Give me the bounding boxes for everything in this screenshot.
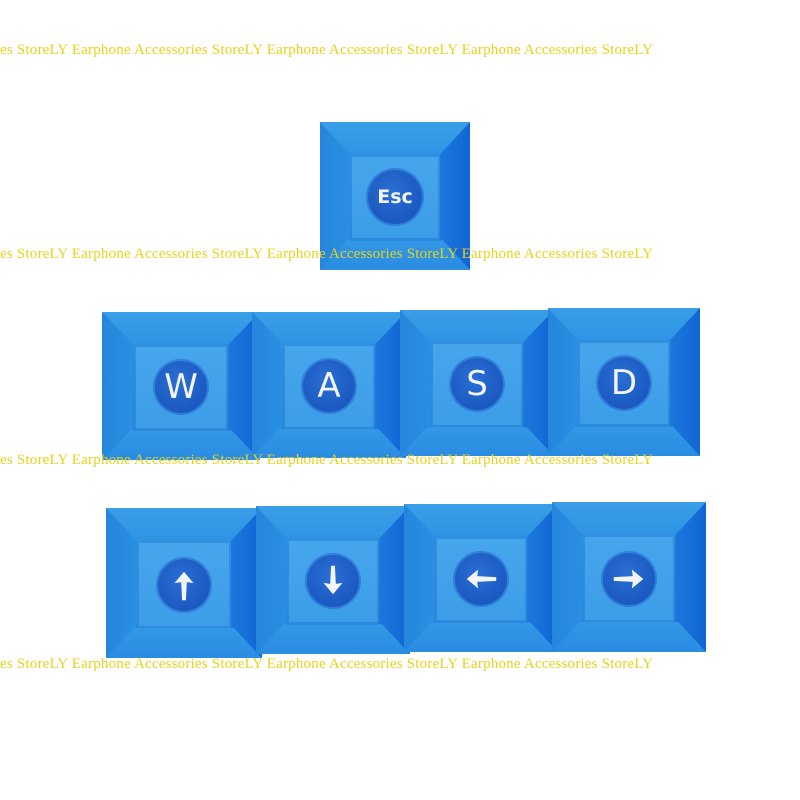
keycap-esc: Esc bbox=[320, 122, 470, 270]
keycap-up bbox=[106, 508, 262, 658]
keycap-d: D bbox=[548, 308, 700, 456]
up-arrow-icon bbox=[158, 558, 210, 611]
keycap-s: S bbox=[400, 310, 554, 456]
keycap-a: A bbox=[252, 312, 406, 458]
keycap-right bbox=[552, 502, 706, 652]
keycap-left bbox=[404, 504, 558, 652]
keycap-legend: Esc bbox=[368, 170, 422, 225]
watermark-row: es StoreLY Earphone Accessories StoreLY … bbox=[0, 42, 654, 58]
keycap-legend: D bbox=[598, 357, 650, 410]
keycap-w: W bbox=[102, 312, 260, 460]
watermark-row: es StoreLY Earphone Accessories StoreLY … bbox=[0, 452, 654, 468]
keycap-legend: A bbox=[303, 360, 355, 413]
right-arrow-icon bbox=[603, 552, 655, 605]
watermark-row: es StoreLY Earphone Accessories StoreLY … bbox=[0, 246, 654, 262]
watermark-row: es StoreLY Earphone Accessories StoreLY … bbox=[0, 656, 654, 672]
left-arrow-icon bbox=[455, 553, 507, 606]
keycap-legend: W bbox=[155, 361, 207, 414]
keycap-down bbox=[256, 506, 410, 654]
down-arrow-icon bbox=[307, 555, 359, 608]
keycap-legend: S bbox=[451, 358, 503, 411]
